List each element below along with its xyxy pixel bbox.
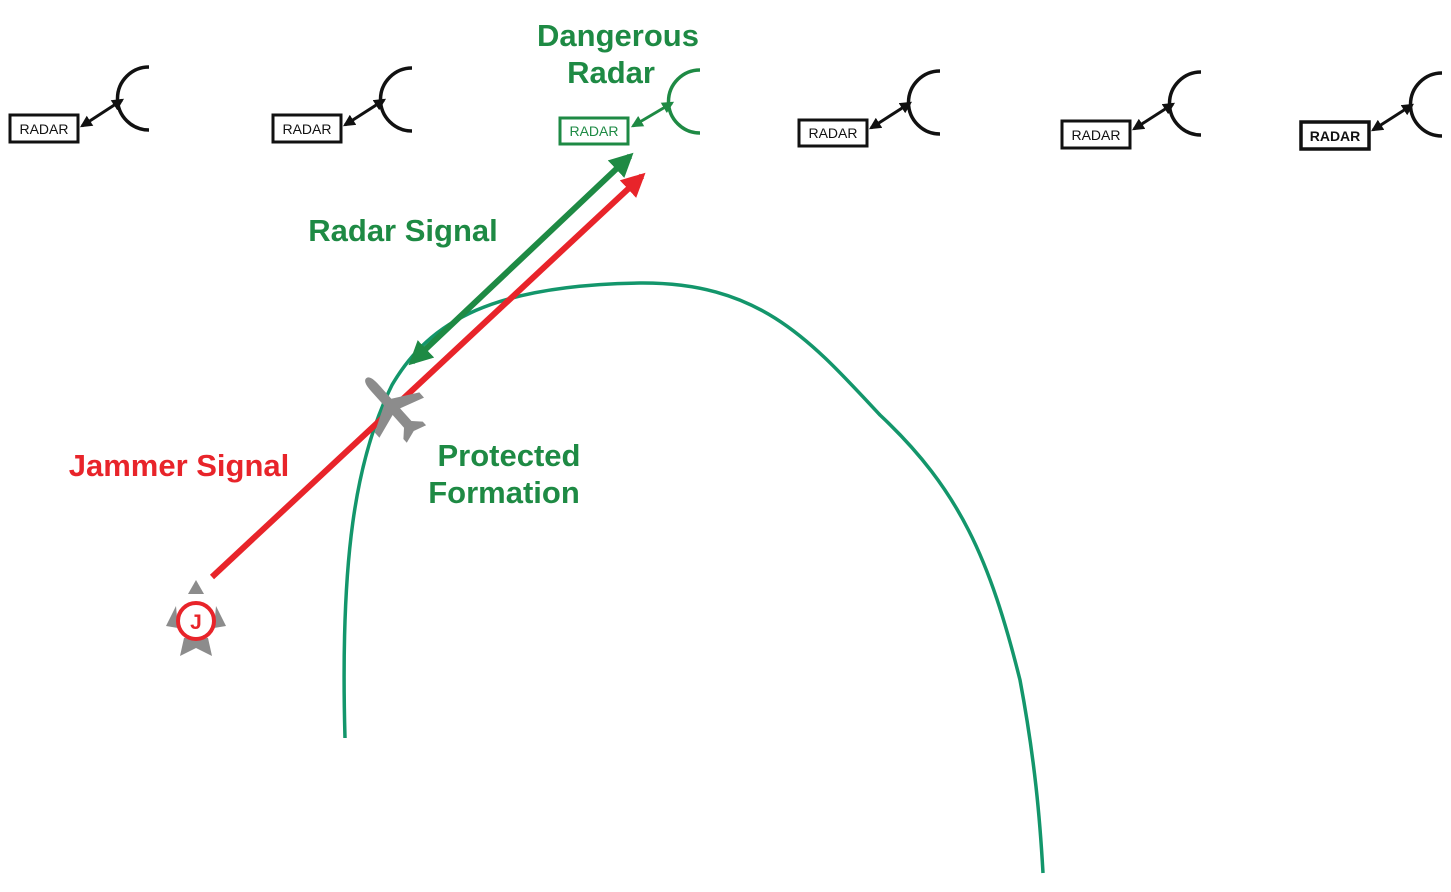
dangerous-radar-label-line2: Radar <box>567 55 655 90</box>
radar-dish-icon <box>115 65 150 132</box>
radar-site-6: RADAR <box>1299 71 1443 151</box>
radar-signal-line <box>408 152 634 366</box>
radar-box <box>1060 119 1132 150</box>
radar-dish-icon <box>1408 71 1443 138</box>
airplane-icon <box>365 377 427 443</box>
radar-site-2: RADAR <box>271 66 413 144</box>
radar-site-4: RADAR <box>797 69 941 148</box>
radar-site-5: RADAR <box>1060 70 1202 150</box>
radar-label: RADAR <box>1071 127 1120 143</box>
radar-signal-label: Radar Signal <box>308 213 498 248</box>
radar-box <box>1299 120 1371 151</box>
radar-dish-icon <box>666 68 701 135</box>
radar-label: RADAR <box>1310 128 1361 144</box>
radar-box <box>271 113 343 144</box>
radar-link-arrow <box>630 101 675 128</box>
jammer-aircraft-icon: J <box>166 580 226 656</box>
radar-link-arrow <box>1370 103 1415 132</box>
radar-link-arrow <box>868 101 913 130</box>
radar-dish-icon <box>378 66 413 133</box>
formation-flight-path <box>342 281 1045 874</box>
jammer-badge-letter: J <box>190 611 202 634</box>
jammer-signal-label: Jammer Signal <box>69 448 290 483</box>
radar-label: RADAR <box>19 121 68 137</box>
radar-site-1: RADAR <box>8 65 150 144</box>
dangerous-radar-label-line1: Dangerous <box>537 18 699 53</box>
protected-formation-label-line2: Formation <box>428 475 580 510</box>
protected-formation-label-line1: Protected <box>438 438 581 473</box>
radar-link-arrow <box>79 98 125 128</box>
radar-box <box>558 116 630 146</box>
radar-site-3-dangerous: RADAR <box>558 68 701 146</box>
radar-box <box>797 118 869 148</box>
radar-dish-icon <box>1167 70 1202 137</box>
radar-box <box>8 113 80 144</box>
radar-link-arrow <box>342 98 387 127</box>
radar-label: RADAR <box>808 125 857 141</box>
radar-link-arrow <box>1131 102 1176 131</box>
radar-label: RADAR <box>282 121 331 137</box>
radar-label: RADAR <box>569 123 618 139</box>
radar-dish-icon <box>906 69 941 136</box>
